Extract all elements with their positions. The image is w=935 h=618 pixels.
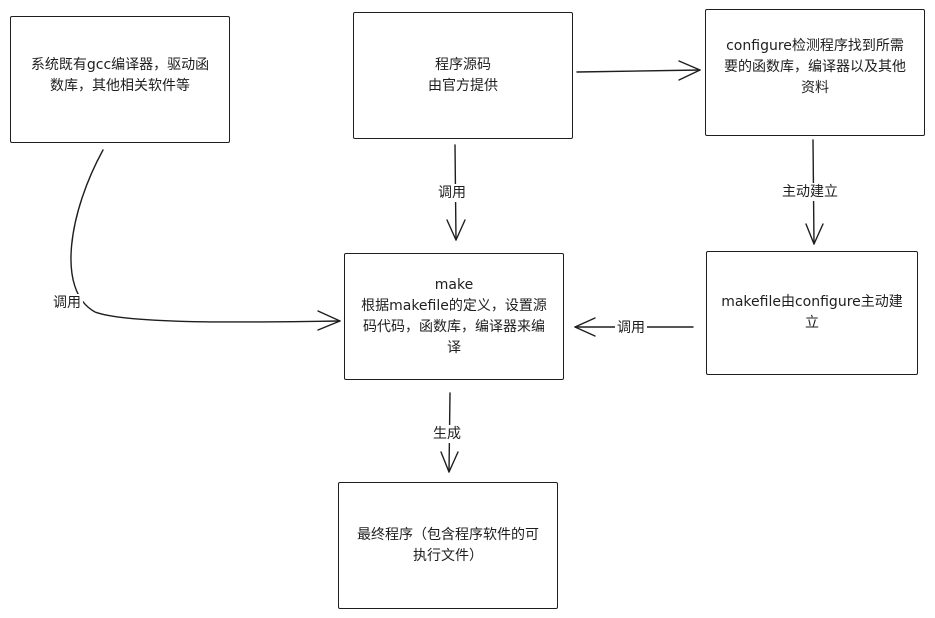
arrowhead-configure-to-makefile <box>805 223 824 245</box>
node-configure: configure检测程序找到所需 要的函数库，编译器以及其他 资料 <box>705 9 925 136</box>
node-existing-software: 系统既有gcc编译器，驱动函 数库，其他相关软件等 <box>10 16 230 143</box>
node-final-program-text: 最终程序（包含程序软件的可 执行文件） <box>357 526 539 564</box>
label-make-to-final: 生成 <box>431 425 463 443</box>
node-source-code-text: 程序源码 由官方提供 <box>428 56 498 94</box>
node-makefile-text: makefile由configure主动建 立 <box>721 294 903 331</box>
arrowhead-source-to-make <box>446 219 466 241</box>
label-existing-to-make: 调用 <box>51 294 83 312</box>
label-makefile-to-make: 调用 <box>615 319 647 337</box>
node-existing-software-text: 系统既有gcc编译器，驱动函 数库，其他相关软件等 <box>30 57 210 94</box>
edge-source-to-configure <box>576 69 701 73</box>
arrowhead-source-to-configure <box>678 60 701 81</box>
node-makefile: makefile由configure主动建 立 <box>706 251 918 375</box>
label-source-to-make: 调用 <box>436 184 468 202</box>
label-configure-to-makefile: 主动建立 <box>780 183 840 201</box>
node-make: make 根据makefile的定义，设置源 码代码，函数库，编译器来编 译 <box>344 253 564 380</box>
arrowhead-make-to-final <box>440 451 459 473</box>
node-make-text: make 根据makefile的定义，设置源 码代码，函数库，编译器来编 译 <box>361 276 547 356</box>
node-final-program: 最终程序（包含程序软件的可 执行文件） <box>338 482 558 609</box>
node-configure-text: configure检测程序找到所需 要的函数库，编译器以及其他 资料 <box>724 38 906 96</box>
node-source-code: 程序源码 由官方提供 <box>353 12 573 139</box>
edge-existing-to-make <box>70 149 341 323</box>
arrowhead-makefile-to-make <box>574 317 596 337</box>
arrowhead-existing-to-make <box>317 310 341 331</box>
